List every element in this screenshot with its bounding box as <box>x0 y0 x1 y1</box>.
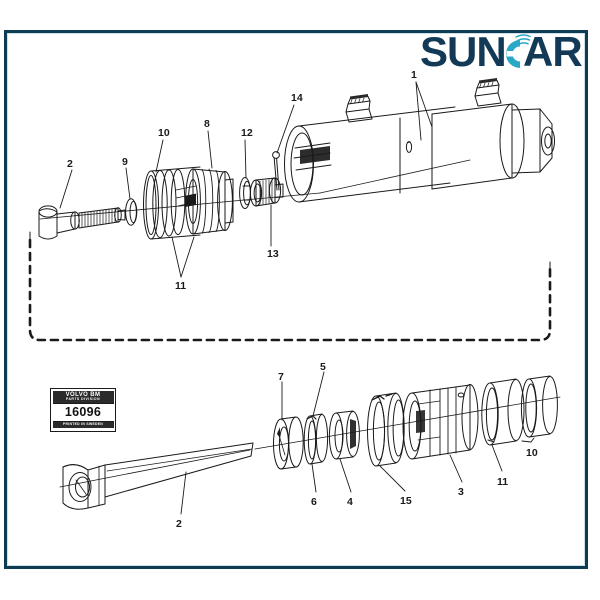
o-ring-9 <box>125 198 138 226</box>
callout-piston-rod: 2 <box>176 518 182 530</box>
upper-centre-axis <box>39 159 471 220</box>
lock-nut-13 <box>249 177 284 207</box>
callout-backup-ring: 5 <box>320 361 326 373</box>
seal-ring-11-lower <box>481 378 525 446</box>
callout-bushing-lower: 10 <box>526 447 538 459</box>
bushing-10-lower <box>520 375 558 438</box>
parts-label-box: VOLVO BM PARTS DIVISION 16096 PRINTED IN… <box>50 388 116 432</box>
parts-label-brand: VOLVO BM <box>52 390 114 399</box>
port-fitting-front <box>345 94 373 123</box>
kit-bracket-dashed <box>28 238 552 342</box>
gland-housing-3 <box>402 384 479 460</box>
callout-retaining-ring-6: 6 <box>311 496 317 508</box>
parts-label-footer: PRINTED IN SWEDEN <box>52 421 114 429</box>
cylinder-barrel-1 <box>284 78 555 203</box>
callout-seal-ring-upper: 11 <box>175 280 187 292</box>
callout-lock-nut: 13 <box>267 248 279 260</box>
kit-bracket-solid-lead <box>29 231 551 269</box>
wiper-seal-7 <box>273 416 304 470</box>
callout-gland-housing: 3 <box>458 486 464 498</box>
callout-rod-thread-end: 2 <box>67 158 73 170</box>
rod-thread-end <box>38 205 126 240</box>
callout-o-ring: 9 <box>122 156 128 168</box>
logo-c-arc <box>506 34 531 68</box>
snap-ring-15 <box>367 392 405 467</box>
callout-wiper-seal: 7 <box>278 371 284 383</box>
parts-label-number: 16096 <box>52 402 114 422</box>
piston-bushing-stack <box>143 166 234 240</box>
page-border-inner <box>7 33 585 566</box>
callout-piston-body: 8 <box>204 118 210 130</box>
parts-label-division: PARTS DIVISION <box>52 398 114 403</box>
callout-cylinder-barrel: 1 <box>411 69 417 81</box>
callout-retainer-nut: 12 <box>241 127 253 139</box>
retaining-ring-5-6 <box>303 413 329 465</box>
callout-leader-lines <box>59 81 535 515</box>
split-pin-14 <box>272 151 280 191</box>
callout-rod-seal: 4 <box>347 496 353 508</box>
piston-rod-2 <box>62 442 254 510</box>
retainer-washer-12 <box>239 177 251 209</box>
lower-centre-axis <box>59 396 561 488</box>
svg-text:SUN: SUN <box>420 28 506 75</box>
rod-seal-4 <box>328 410 360 460</box>
callout-snap-ring: 15 <box>400 495 412 507</box>
callout-bushing-upper: 10 <box>158 127 170 139</box>
port-fitting-rear <box>474 78 502 107</box>
svg-text:AR: AR <box>523 28 582 75</box>
suncar-logo: SUN AR <box>420 28 592 78</box>
callout-seal-ring-lower: 11 <box>497 476 509 488</box>
callout-split-pin: 14 <box>291 92 303 104</box>
